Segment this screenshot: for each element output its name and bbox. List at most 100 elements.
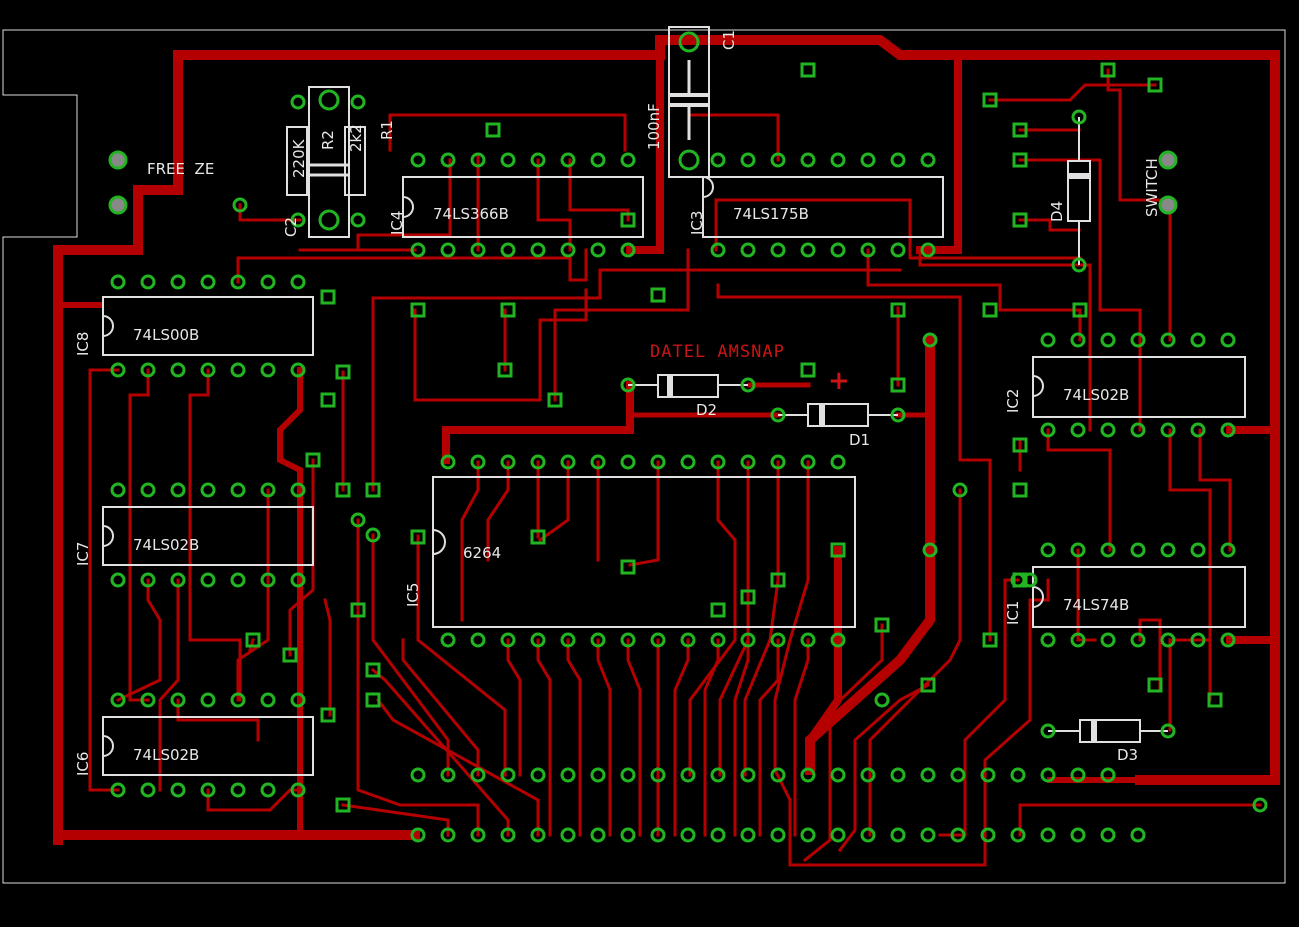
pad [335, 797, 351, 813]
copper-trace [442, 381, 634, 464]
copper-trace [460, 460, 480, 622]
pad [890, 242, 906, 258]
pad [1012, 122, 1028, 138]
pad [1190, 332, 1206, 348]
copper-trace [401, 638, 480, 777]
pad [830, 632, 846, 648]
pad [1100, 767, 1116, 783]
pad [874, 692, 890, 708]
copper-trace [988, 83, 1157, 102]
pad [1207, 692, 1223, 708]
pad [1130, 827, 1146, 843]
pad [1070, 332, 1086, 348]
copper-trace [938, 578, 1020, 837]
copper-trace [388, 113, 627, 152]
pad [650, 632, 666, 648]
ic1-body [1032, 566, 1246, 628]
pad [800, 632, 816, 648]
pad [800, 827, 816, 843]
pad [680, 632, 696, 648]
pad [770, 152, 786, 168]
copper-trace [536, 638, 552, 837]
pad [560, 242, 576, 258]
pad [1147, 77, 1163, 93]
pad [1012, 152, 1028, 168]
pad [920, 152, 936, 168]
copper-trace [206, 788, 302, 812]
pad [170, 274, 186, 290]
pad [290, 692, 306, 708]
copper-trace [371, 533, 450, 777]
pad [770, 632, 786, 648]
pad [680, 454, 696, 470]
pad [620, 152, 636, 168]
ic1-notch [1032, 586, 1044, 608]
pad [260, 572, 276, 588]
pad [260, 482, 276, 498]
pad [1130, 422, 1146, 438]
pad [1012, 212, 1028, 228]
pad [1160, 332, 1176, 348]
pad [1100, 542, 1116, 558]
pad [922, 332, 938, 348]
pad [335, 482, 351, 498]
copper-trace [758, 638, 780, 837]
ic4-body [402, 176, 644, 238]
pad [650, 767, 666, 783]
pad [1100, 632, 1116, 648]
pad [770, 242, 786, 258]
copper-trace [733, 638, 750, 837]
d2-label: D2 [696, 401, 717, 419]
copper-trace [1106, 68, 1172, 342]
pad [110, 572, 126, 588]
free-ze-label: FREE ZE [147, 160, 214, 178]
ic8-body [102, 296, 314, 356]
pad [560, 454, 576, 470]
r2k2-value: 2k2 [347, 124, 365, 152]
copper-trace [703, 638, 720, 837]
pad [710, 152, 726, 168]
pad [290, 212, 306, 228]
ic3-part: 74LS175B [733, 205, 809, 223]
pad [290, 782, 306, 798]
pad [590, 242, 606, 258]
pad [860, 242, 876, 258]
pad [140, 782, 156, 798]
d1-label: D1 [849, 431, 870, 449]
pad [365, 527, 381, 543]
pad [740, 827, 756, 843]
ic2-body [1032, 356, 1246, 418]
pad [740, 767, 756, 783]
pad [350, 212, 366, 228]
ic2-ref: IC2 [1004, 389, 1022, 413]
pad [800, 362, 816, 378]
pad [350, 602, 366, 618]
pad [590, 454, 606, 470]
pad [530, 827, 546, 843]
copper-trace [1018, 803, 1262, 837]
ic5-notch [432, 529, 446, 555]
pad [560, 827, 576, 843]
pad [650, 287, 666, 303]
pad [530, 767, 546, 783]
pad [200, 692, 216, 708]
pad [740, 242, 756, 258]
copper-trace [673, 638, 690, 837]
pad [620, 559, 636, 575]
copper-trace [356, 518, 480, 837]
copper-trace [868, 488, 962, 837]
pad [470, 632, 486, 648]
pad [470, 242, 486, 258]
pad [470, 827, 486, 843]
pad [982, 92, 998, 108]
pad [230, 482, 246, 498]
pad [547, 392, 563, 408]
pad [710, 827, 726, 843]
pad [560, 632, 576, 648]
pad [200, 482, 216, 498]
labels: DATEL AMSNAP + FREE ZE SWITCH IC4 74LS36… [74, 30, 1161, 776]
ic3-ref: IC3 [688, 211, 706, 235]
pad [1040, 422, 1056, 438]
pad [650, 827, 666, 843]
